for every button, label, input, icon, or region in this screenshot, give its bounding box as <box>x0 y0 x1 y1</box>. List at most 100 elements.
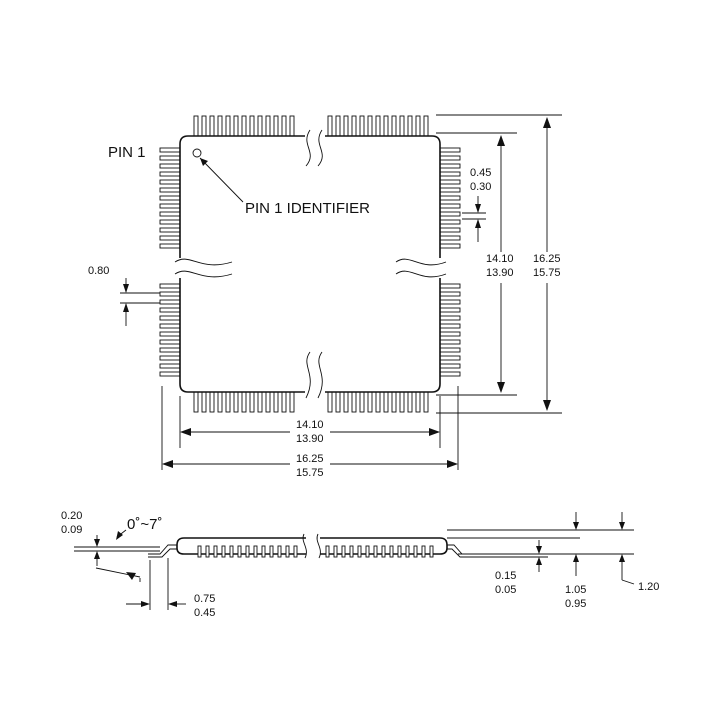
lead-pin <box>423 115 429 137</box>
side-tooth <box>245 545 250 558</box>
lead-pin <box>439 243 461 249</box>
side-tooth <box>349 545 354 558</box>
lead-pin <box>439 347 461 353</box>
lead-pin <box>439 203 461 209</box>
overall-h-min: 15.75 <box>296 467 324 479</box>
lead-pin <box>343 391 349 413</box>
lead-pin <box>265 115 271 137</box>
lead-pin <box>159 187 181 193</box>
pin1-identifier-dot <box>192 148 202 158</box>
lead-pin <box>335 115 341 137</box>
break-line-bottom <box>305 351 323 399</box>
lead-pin <box>367 115 373 137</box>
lead-pin <box>439 147 461 153</box>
lead-pin <box>159 339 181 345</box>
overall-h-max: 16.25 <box>296 453 324 465</box>
lead-pin <box>439 187 461 193</box>
side-tooth <box>293 545 298 558</box>
lead-pin <box>383 115 389 137</box>
foot-min: 0.45 <box>194 607 215 619</box>
lead-pin <box>439 163 461 169</box>
overall-v-max: 16.25 <box>533 253 561 265</box>
lead-pin <box>193 115 199 137</box>
lead-pin <box>159 307 181 313</box>
lead-thick-max: 0.20 <box>61 510 82 522</box>
lead-pin <box>423 391 429 413</box>
body-thickness-dimension: 1.05 0.95 <box>565 512 586 610</box>
lead-pin <box>159 179 181 185</box>
lead-pin <box>359 391 365 413</box>
total-height: 1.20 <box>638 581 659 593</box>
lead-pin <box>159 315 181 321</box>
lead-pin <box>383 391 389 413</box>
side-tooth <box>277 545 282 558</box>
side-tooth <box>365 545 370 558</box>
lead-pin <box>281 391 287 413</box>
lead-pin <box>439 211 461 217</box>
lead-thick-min: 0.09 <box>61 524 82 536</box>
lead-pin <box>159 155 181 161</box>
foot-length-dimension: 0.75 0.45 <box>126 558 215 619</box>
lead-width-max: 0.45 <box>470 167 491 179</box>
lead-pin <box>249 391 255 413</box>
lead-pin <box>159 211 181 217</box>
lead-pin <box>343 115 349 137</box>
lead-pin <box>439 291 461 297</box>
break-line-left <box>174 258 233 278</box>
lead-pin <box>359 115 365 137</box>
side-tooth <box>333 545 338 558</box>
lead-pin <box>257 115 263 137</box>
side-body-right <box>320 537 448 555</box>
lead-pin <box>225 115 231 137</box>
side-tooth <box>269 545 274 558</box>
lead-pin <box>241 391 247 413</box>
side-body-left <box>176 537 306 555</box>
left-gull-wing-lead <box>148 544 177 558</box>
side-tooth <box>229 545 234 558</box>
lead-pin <box>217 115 223 137</box>
lead-pin <box>209 115 215 137</box>
side-tooth <box>237 545 242 558</box>
lead-pin <box>159 299 181 305</box>
lead-pin <box>439 371 461 377</box>
lead-pin <box>159 371 181 377</box>
lead-pin <box>159 219 181 225</box>
lead-pin <box>273 115 279 137</box>
lead-pin <box>159 355 181 361</box>
lead-pin <box>399 391 405 413</box>
lead-pin <box>241 115 247 137</box>
lead-pin <box>351 391 357 413</box>
side-tooth <box>213 545 218 558</box>
lead-pin <box>439 355 461 361</box>
lead-thickness-dimension: 0.20 0.09 <box>61 510 100 566</box>
top-view: PIN 1 PIN 1 IDENTIFIER 16.25 15.75 14.10… <box>88 114 562 479</box>
lead-pin <box>439 283 461 289</box>
lead-pin <box>289 115 295 137</box>
lead-pin <box>159 203 181 209</box>
lead-pin <box>439 299 461 305</box>
pitch-dimension: 0.80 <box>88 265 160 326</box>
lead-pin <box>439 171 461 177</box>
lead-pin <box>351 115 357 137</box>
side-tooth <box>373 545 378 558</box>
standoff-min: 0.05 <box>495 584 516 596</box>
lead-pin <box>439 195 461 201</box>
lead-pin <box>439 363 461 369</box>
lead-pin <box>375 115 381 137</box>
lead-pin <box>159 291 181 297</box>
lead-pin <box>159 235 181 241</box>
lead-pin <box>415 391 421 413</box>
body-height-dimension: 14.10 13.90 <box>486 135 514 393</box>
lead-pin <box>159 283 181 289</box>
side-tooth <box>205 545 210 558</box>
standoff-dimension: 0.15 0.05 <box>495 540 542 596</box>
break-line-top <box>305 129 323 167</box>
side-tooth <box>341 545 346 558</box>
lead-pin <box>335 391 341 413</box>
lead-width-dimension: 0.45 0.30 <box>462 167 491 242</box>
lead-pin <box>201 391 207 413</box>
side-tooth <box>221 545 226 558</box>
side-tooth <box>325 545 330 558</box>
lead-pin <box>367 391 373 413</box>
side-tooth <box>405 545 410 558</box>
